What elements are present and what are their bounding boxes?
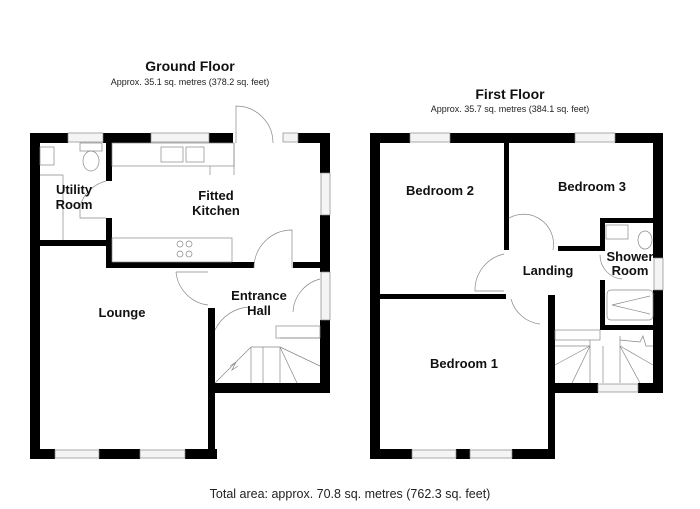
room-label-bedroom2: Bedroom 2: [406, 183, 474, 198]
room-label-utility: Utility: [56, 182, 93, 197]
room-label-bedroom3: Bedroom 3: [558, 179, 626, 194]
room-label-kitchen-2: Kitchen: [192, 203, 240, 218]
room-label-landing: Landing: [523, 263, 574, 278]
room-label-bedroom1: Bedroom 1: [430, 356, 498, 371]
total-area: Total area: approx. 70.8 sq. metres (762…: [209, 487, 491, 501]
room-label-kitchen: Fitted: [198, 188, 233, 203]
room-label-utility-2: Room: [56, 197, 93, 212]
room-label-hall: Entrance: [231, 288, 287, 303]
first-floor-plan: Bedroom 2 Bedroom 3 Landing Shower Room …: [370, 132, 664, 459]
first-floor-title: First Floor: [475, 86, 545, 102]
room-label-shower: Shower: [607, 249, 654, 264]
ground-floor-plan: Utility Room Fitted Kitchen Lounge Entra…: [30, 105, 331, 459]
ground-floor-title: Ground Floor: [145, 58, 235, 74]
first-floor-area: Approx. 35.7 sq. metres (384.1 sq. feet): [430, 104, 590, 114]
ground-floor-area: Approx. 35.1 sq. metres (378.2 sq. feet): [110, 77, 270, 87]
room-label-hall-2: Hall: [247, 303, 271, 318]
room-label-shower-2: Room: [612, 263, 649, 278]
room-label-lounge: Lounge: [99, 305, 146, 320]
